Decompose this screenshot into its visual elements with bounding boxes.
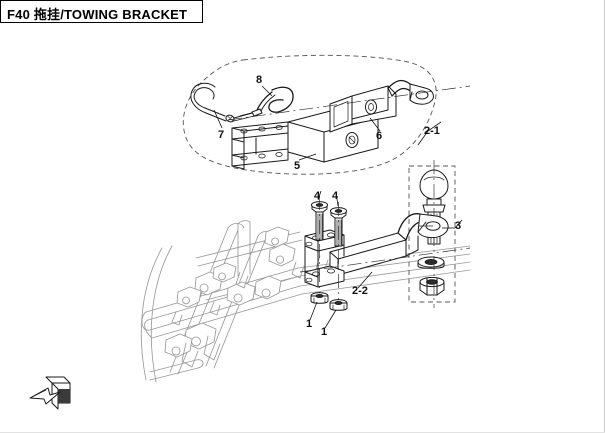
callout-2-2: 2-2 [352, 285, 368, 297]
callout-3: 3 [455, 220, 462, 232]
part-2-2-towing-bracket [304, 213, 449, 288]
part-8-r-clip [239, 86, 294, 117]
page-title: F40 拖挂/TOWING BRACKET [7, 7, 188, 22]
part-7-hitch-pin [190, 82, 259, 123]
diagram-title-box: F40 拖挂/TOWING BRACKET [0, 0, 203, 23]
callout-1-left: 1 [306, 318, 313, 330]
callout-4-right: 4 [332, 190, 339, 202]
group-3-boundary [408, 165, 456, 303]
callout-8: 8 [256, 74, 263, 86]
callout-7: 7 [218, 129, 225, 141]
callout-1-right: 1 [321, 326, 328, 338]
callout-6: 6 [376, 130, 383, 142]
group-2-1-boundary [182, 54, 437, 175]
part-1-flange-nuts [310, 292, 348, 311]
callout-leader-lines [213, 85, 463, 329]
part-4-flange-bolts [311, 196, 347, 310]
assembly-centerlines [227, 85, 471, 273]
callout-2-1: 2-1 [424, 125, 440, 137]
callout-5: 5 [294, 160, 301, 172]
vehicle-frame-ghost [140, 220, 471, 383]
view-direction-arrow-icon [29, 376, 71, 410]
part-6-drawbar-tongue [329, 79, 434, 133]
callout-4-left: 4 [314, 190, 321, 202]
